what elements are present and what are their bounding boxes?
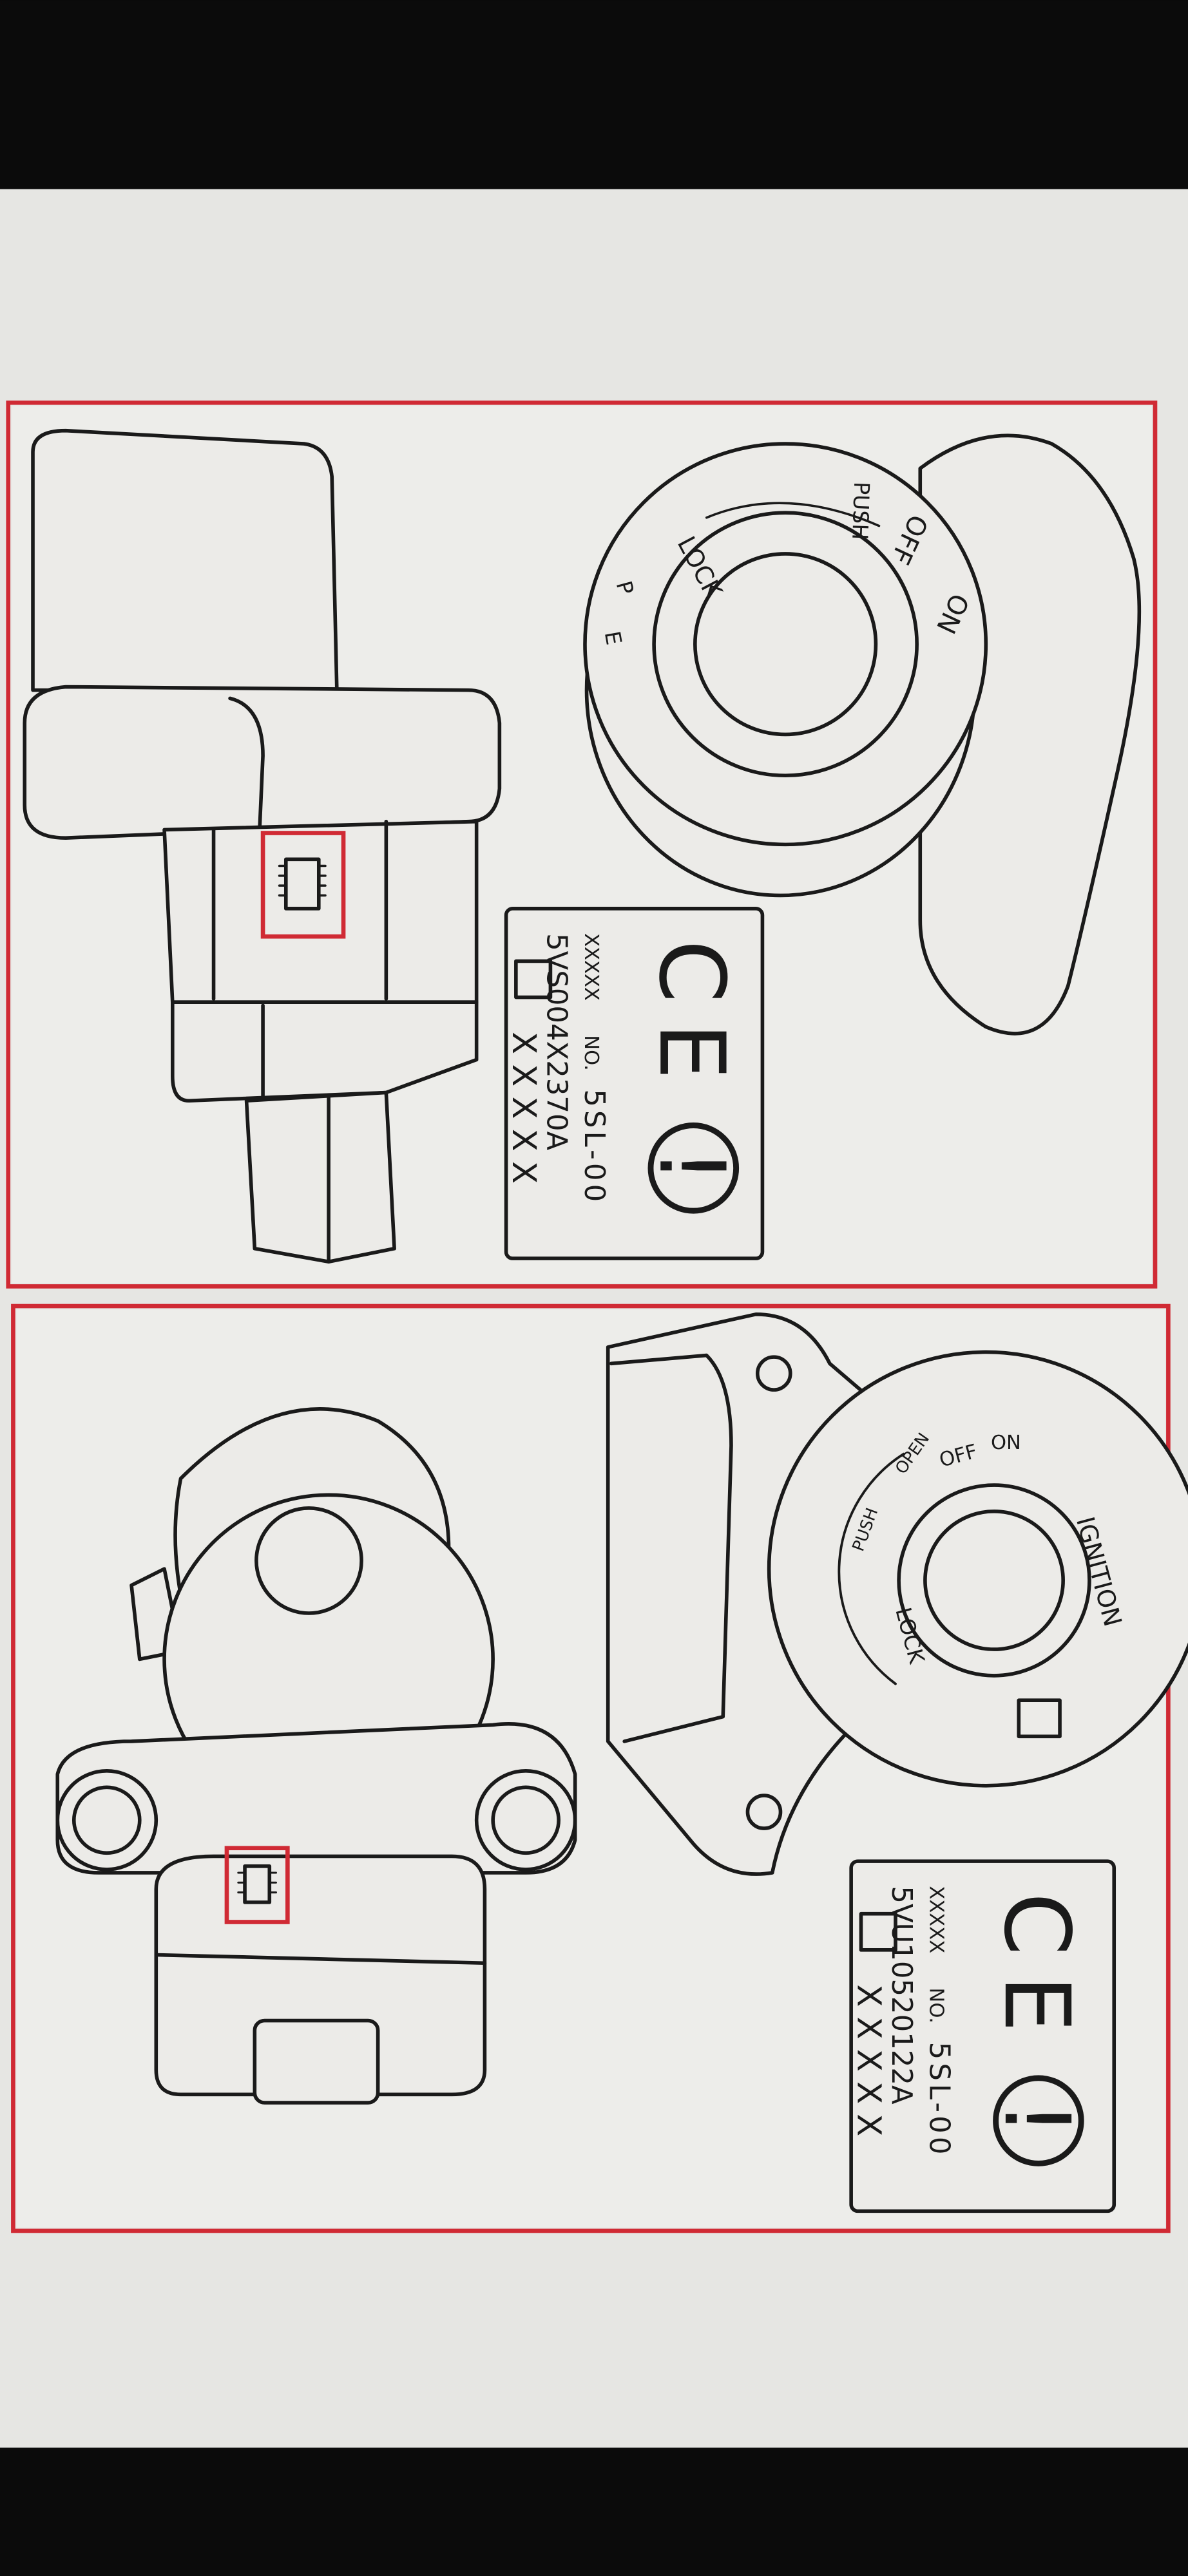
panel-ignition: IGNITION LOCK PUSH OPEN OFF ON CE ! XXXX… — [11, 1303, 1188, 2233]
dial-label-push: PUSH — [847, 481, 874, 540]
label-code: 5SL-00 — [578, 1089, 610, 1205]
label-serial: XXXXX — [504, 1032, 542, 1193]
panel-steering-lock: LOCK P E PUSH OFF ON CE ! XXXXX NO. 5SL-… — [6, 400, 1158, 1289]
label-no: NO. — [925, 1988, 948, 2023]
label-prefix: XXXXX — [925, 1886, 948, 1953]
checkbox-square-icon — [514, 959, 553, 999]
checkbox-square-icon — [859, 1911, 897, 1952]
dial-label-on: ON — [991, 1432, 1021, 1454]
info-circle-icon — [647, 1122, 740, 1214]
chip-highlight — [260, 831, 346, 939]
ce-mark: CE ! — [638, 940, 743, 1204]
label-code: 5SL-00 — [923, 2042, 955, 2158]
panel-frame — [6, 400, 1158, 1289]
chip-icon — [237, 1864, 278, 1904]
lock-body-drawing — [23, 428, 502, 1264]
lock-dial-drawing — [583, 433, 1142, 1036]
product-label-plate: CE ! XXXXX NO. 5SL-00 5VS004X2370A XXXXX — [504, 907, 765, 1260]
ignition-dial-drawing — [606, 1312, 1188, 1876]
product-label-plate: CE ! XXXXX NO. 5SL-00 5VU10520122A XXXXX — [849, 1859, 1116, 2213]
chip-highlight — [224, 1846, 290, 1924]
chip-icon — [278, 857, 327, 911]
ignition-body-drawing — [55, 1407, 577, 2105]
info-circle-icon — [993, 2075, 1084, 2166]
label-serial: XXXXX — [849, 1984, 887, 2146]
label-part-number: 5VU10520122A — [885, 1886, 917, 2105]
ce-mark: CE ! — [984, 1893, 1089, 2157]
panel-frame — [11, 1303, 1171, 2233]
label-prefix: XXXXX — [580, 933, 602, 1001]
label-no: NO. — [580, 1035, 602, 1070]
label-part-number: 5VS004X2370A — [540, 933, 572, 1150]
